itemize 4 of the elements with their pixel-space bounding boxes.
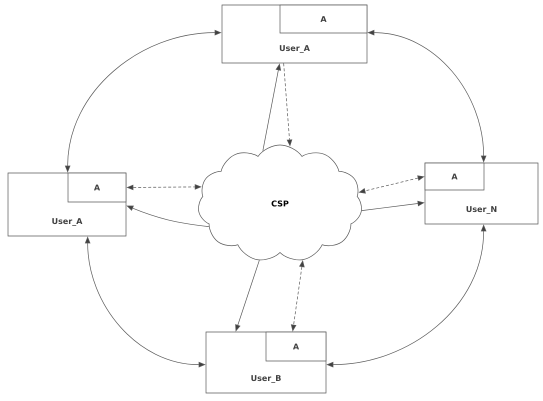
key-box: A [280, 4, 368, 34]
key-box: A [266, 332, 326, 362]
key-box: A [68, 172, 126, 202]
key-box: A [424, 162, 484, 190]
